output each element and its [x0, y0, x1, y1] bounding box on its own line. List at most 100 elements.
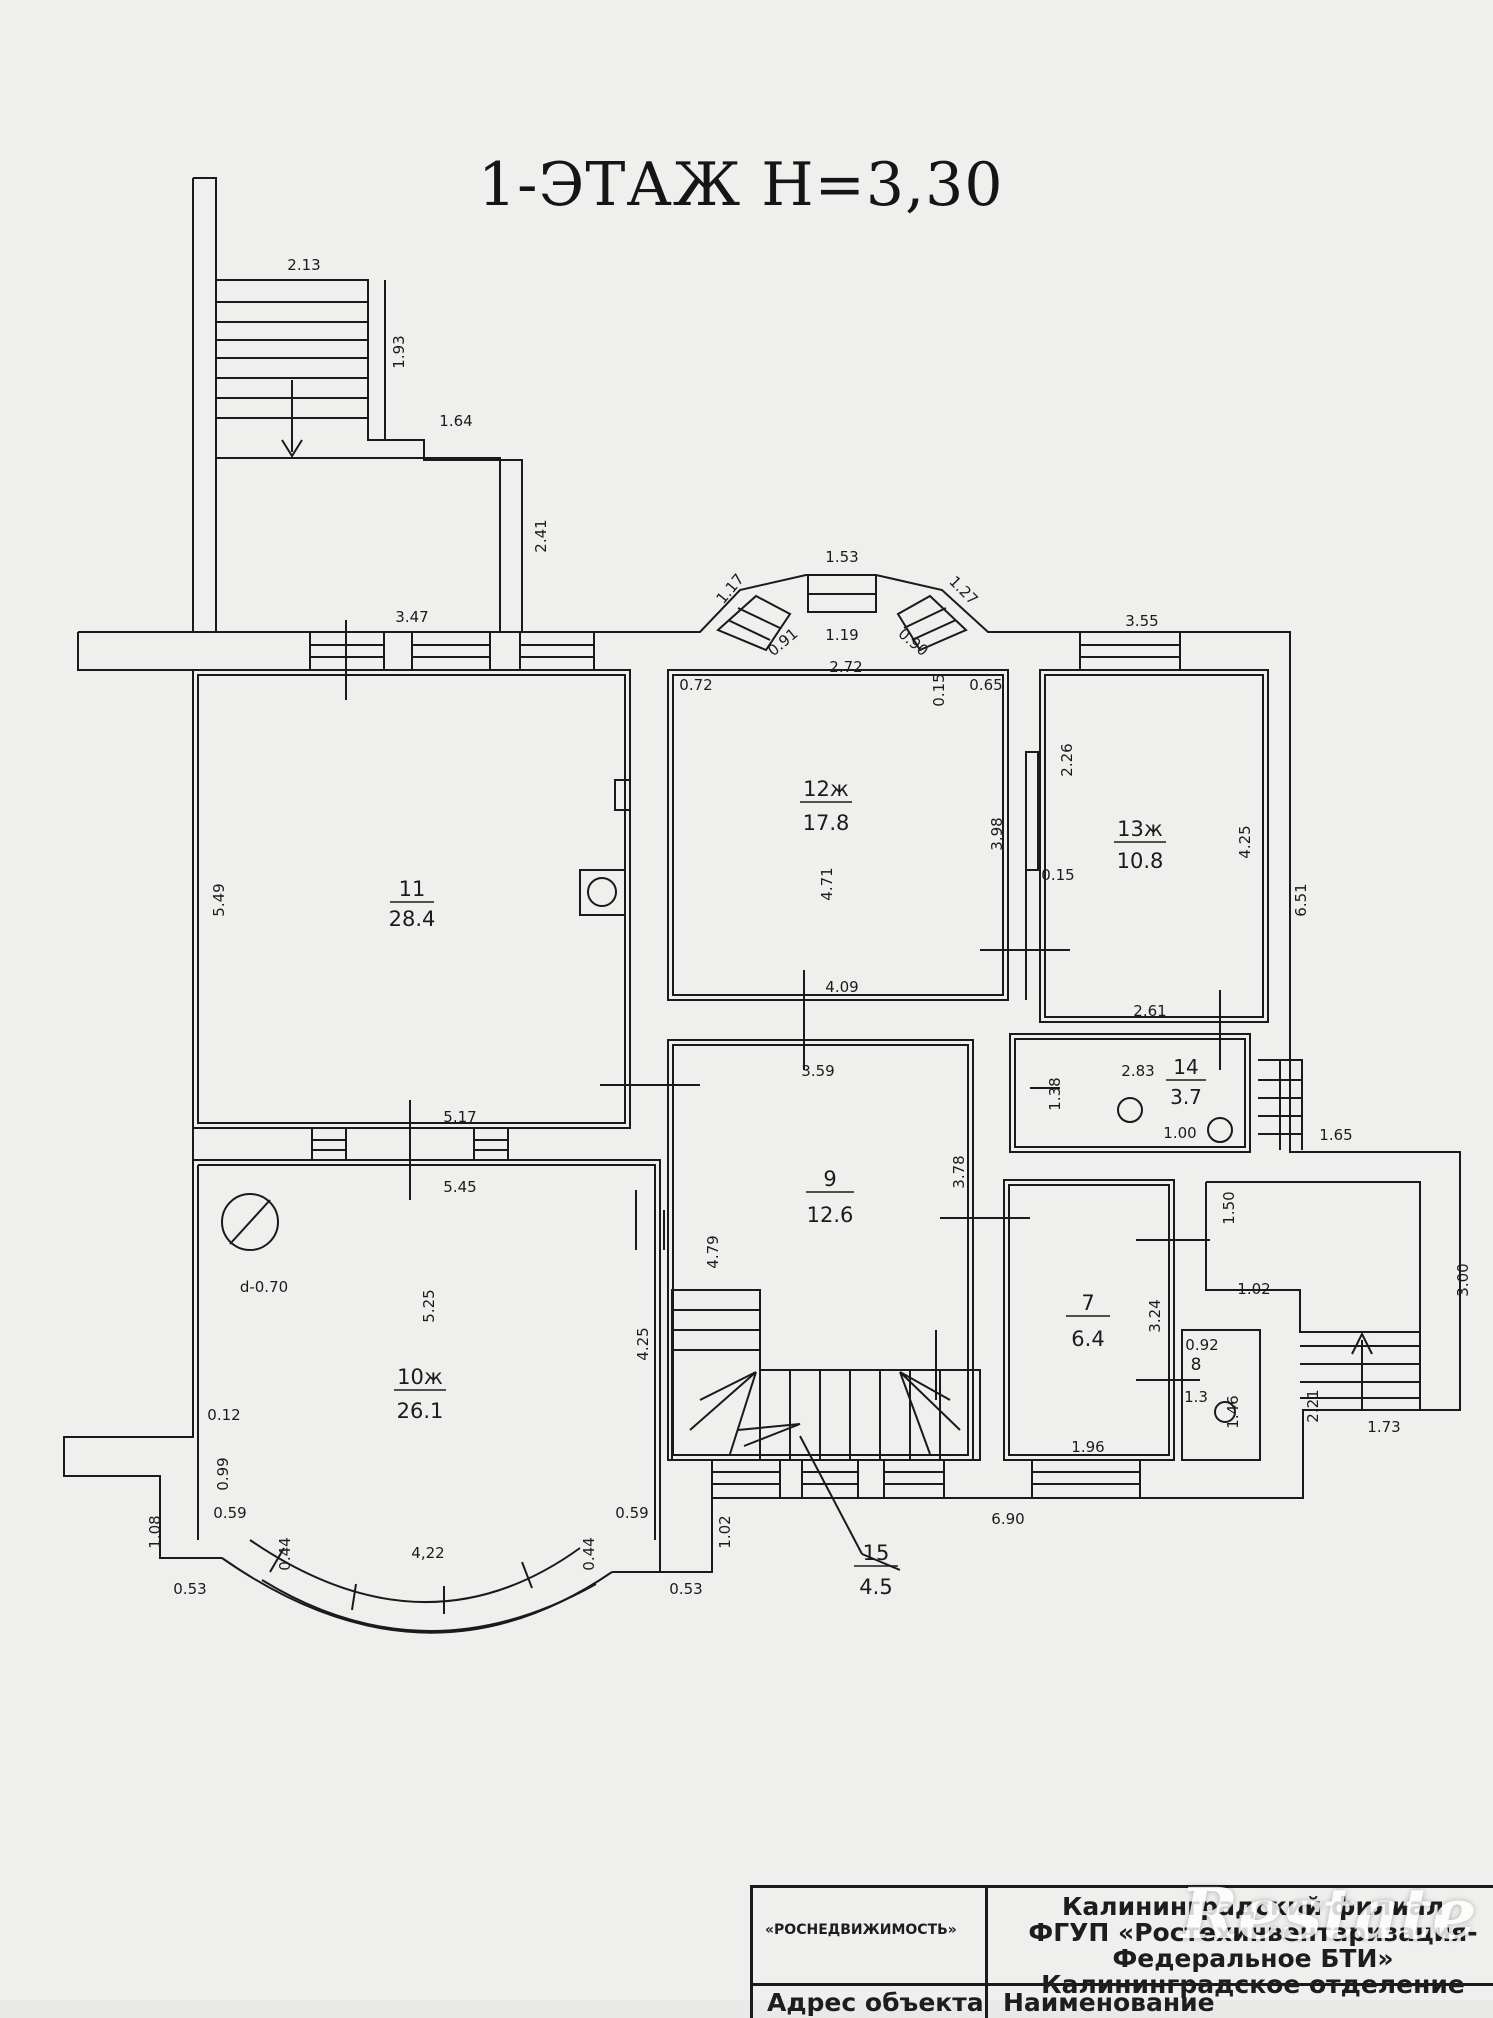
entry-stair-walls — [1205, 1181, 1421, 1410]
svg-text:1.3: 1.3 — [1184, 1388, 1208, 1406]
room-13-area: 10.8 — [1117, 849, 1164, 873]
svg-text:3.24: 3.24 — [1146, 1299, 1164, 1332]
org-line-3: Федеральное БТИ» — [1112, 1944, 1394, 1973]
org-line-1: Калининградский филиал — [1061, 1892, 1445, 1921]
org-line-4: Калининградское отделение — [1041, 1970, 1465, 1999]
room-11-number: 11 — [399, 877, 426, 901]
svg-text:4,22: 4,22 — [411, 1544, 444, 1562]
svg-text:3.47: 3.47 — [395, 608, 428, 626]
svg-text:2.21: 2.21 — [1304, 1389, 1322, 1422]
title-block-divider — [753, 1983, 1493, 1986]
bay-window-inner — [249, 1539, 581, 1603]
title-block-left-cell: «РОСНЕДВИЖИМОСТЬ» — [753, 1888, 988, 2018]
svg-text:0.91: 0.91 — [764, 625, 801, 660]
room-10-area: 26.1 — [397, 1399, 444, 1423]
agency-name: «РОСНЕДВИЖИМОСТЬ» — [765, 1922, 957, 1938]
svg-text:1.64: 1.64 — [439, 412, 472, 430]
room-13-walls — [1039, 669, 1269, 1023]
dimension-labels: 2.13 1.93 1.64 2.41 3.47 1.53 1.17 1.27 … — [146, 256, 1472, 1598]
svg-text:5.17: 5.17 — [443, 1108, 476, 1126]
room-7-number: 7 — [1081, 1291, 1094, 1315]
svg-text:1.96: 1.96 — [1071, 1438, 1104, 1456]
window-13 — [1079, 631, 1181, 671]
svg-text:4.79: 4.79 — [704, 1235, 722, 1268]
room-11-area: 28.4 — [389, 907, 436, 931]
svg-text:2.13: 2.13 — [287, 256, 320, 274]
svg-text:2.41: 2.41 — [532, 519, 550, 552]
organization-name: Калининградский филиал ФГУП «Ростехинвен… — [1003, 1894, 1493, 1998]
svg-text:0.90: 0.90 — [895, 625, 932, 660]
svg-text:2.61: 2.61 — [1133, 1002, 1166, 1020]
svg-text:2.26: 2.26 — [1058, 743, 1076, 776]
svg-text:0.65: 0.65 — [969, 676, 1002, 694]
svg-text:3.00: 3.00 — [1454, 1263, 1472, 1296]
svg-text:1.93: 1.93 — [390, 335, 408, 368]
org-line-2: ФГУП «Ростехинвентаризация- — [1028, 1918, 1478, 1947]
svg-text:0.59: 0.59 — [213, 1504, 246, 1522]
plan-title: 1-ЭТАЖ Н=3,30 — [478, 150, 1004, 220]
svg-text:1.27: 1.27 — [945, 572, 981, 608]
svg-text:0.12: 0.12 — [207, 1406, 240, 1424]
room-7-area: 6.4 — [1071, 1327, 1104, 1351]
room-9-number: 9 — [823, 1167, 836, 1191]
svg-text:0.72: 0.72 — [679, 676, 712, 694]
room-14-area: 3.7 — [1170, 1085, 1202, 1109]
svg-text:4.25: 4.25 — [1236, 825, 1254, 858]
svg-text:0.99: 0.99 — [214, 1457, 232, 1490]
name-label: Наименование — [1003, 1988, 1215, 2017]
room-10-walls — [193, 1159, 661, 1540]
svg-text:2.83: 2.83 — [1121, 1062, 1154, 1080]
svg-text:3.78: 3.78 — [950, 1155, 968, 1188]
entry-stair-treads — [1300, 1345, 1420, 1399]
svg-text:0.59: 0.59 — [615, 1504, 648, 1522]
svg-text:1.00: 1.00 — [1163, 1124, 1196, 1142]
svg-text:1.08: 1.08 — [146, 1515, 164, 1548]
watermark-logo: Restate — [1180, 1872, 1477, 1955]
svg-text:0.44: 0.44 — [580, 1537, 598, 1570]
svg-text:1.65: 1.65 — [1319, 1126, 1352, 1144]
stair-treads-upper — [216, 301, 368, 419]
room-15-leader — [799, 1435, 863, 1555]
svg-text:2.72: 2.72 — [829, 658, 862, 676]
room-8-number: 8 — [1191, 1355, 1202, 1375]
window-11c — [519, 631, 595, 671]
svg-text:3.98: 3.98 — [988, 817, 1006, 850]
address-label: Адрес объекта — [767, 1988, 984, 2017]
svg-text:3.59: 3.59 — [801, 1062, 834, 1080]
svg-text:0.44: 0.44 — [276, 1537, 294, 1570]
bay-window-north — [807, 575, 877, 613]
title-block: «РОСНЕДВИЖИМОСТЬ» Калининградский филиал… — [750, 1885, 1493, 2018]
svg-text:4.71: 4.71 — [818, 867, 836, 900]
svg-text:6.90: 6.90 — [991, 1510, 1024, 1528]
svg-text:5.25: 5.25 — [420, 1289, 438, 1322]
stair-enclosure-wall — [216, 279, 523, 632]
svg-text:5.45: 5.45 — [443, 1178, 476, 1196]
svg-text:1.19: 1.19 — [825, 626, 858, 644]
internal-stair — [671, 1289, 981, 1461]
svg-text:1.46: 1.46 — [1224, 1395, 1242, 1428]
svg-text:5.49: 5.49 — [210, 883, 228, 916]
svg-text:0.15: 0.15 — [930, 673, 948, 706]
svg-text:0.15: 0.15 — [1041, 866, 1074, 884]
svg-text:0.53: 0.53 — [669, 1580, 702, 1598]
room-9-area: 12.6 — [807, 1203, 854, 1227]
svg-text:1.50: 1.50 — [1220, 1191, 1238, 1224]
window-11b — [411, 631, 491, 671]
room-12-walls — [667, 669, 1009, 1001]
svg-text:3.55: 3.55 — [1125, 612, 1158, 630]
svg-text:0.53: 0.53 — [173, 1580, 206, 1598]
west-exterior-wall — [63, 632, 222, 1559]
room-14-number: 14 — [1173, 1055, 1198, 1079]
room-10-number: 10ж — [397, 1365, 443, 1389]
room-12-number: 12ж — [803, 777, 849, 801]
room-14-walls — [1009, 1033, 1251, 1153]
svg-text:1.38: 1.38 — [1046, 1077, 1064, 1110]
room-8-walls — [1181, 1329, 1261, 1461]
room-15-area: 4.5 — [859, 1575, 892, 1599]
room-15-number: 15 — [863, 1541, 890, 1565]
svg-text:0.92: 0.92 — [1185, 1336, 1218, 1354]
stair-outer-wall — [193, 177, 217, 632]
svg-text:1.53: 1.53 — [825, 548, 858, 566]
north-east-exterior-wall — [78, 574, 1461, 1573]
